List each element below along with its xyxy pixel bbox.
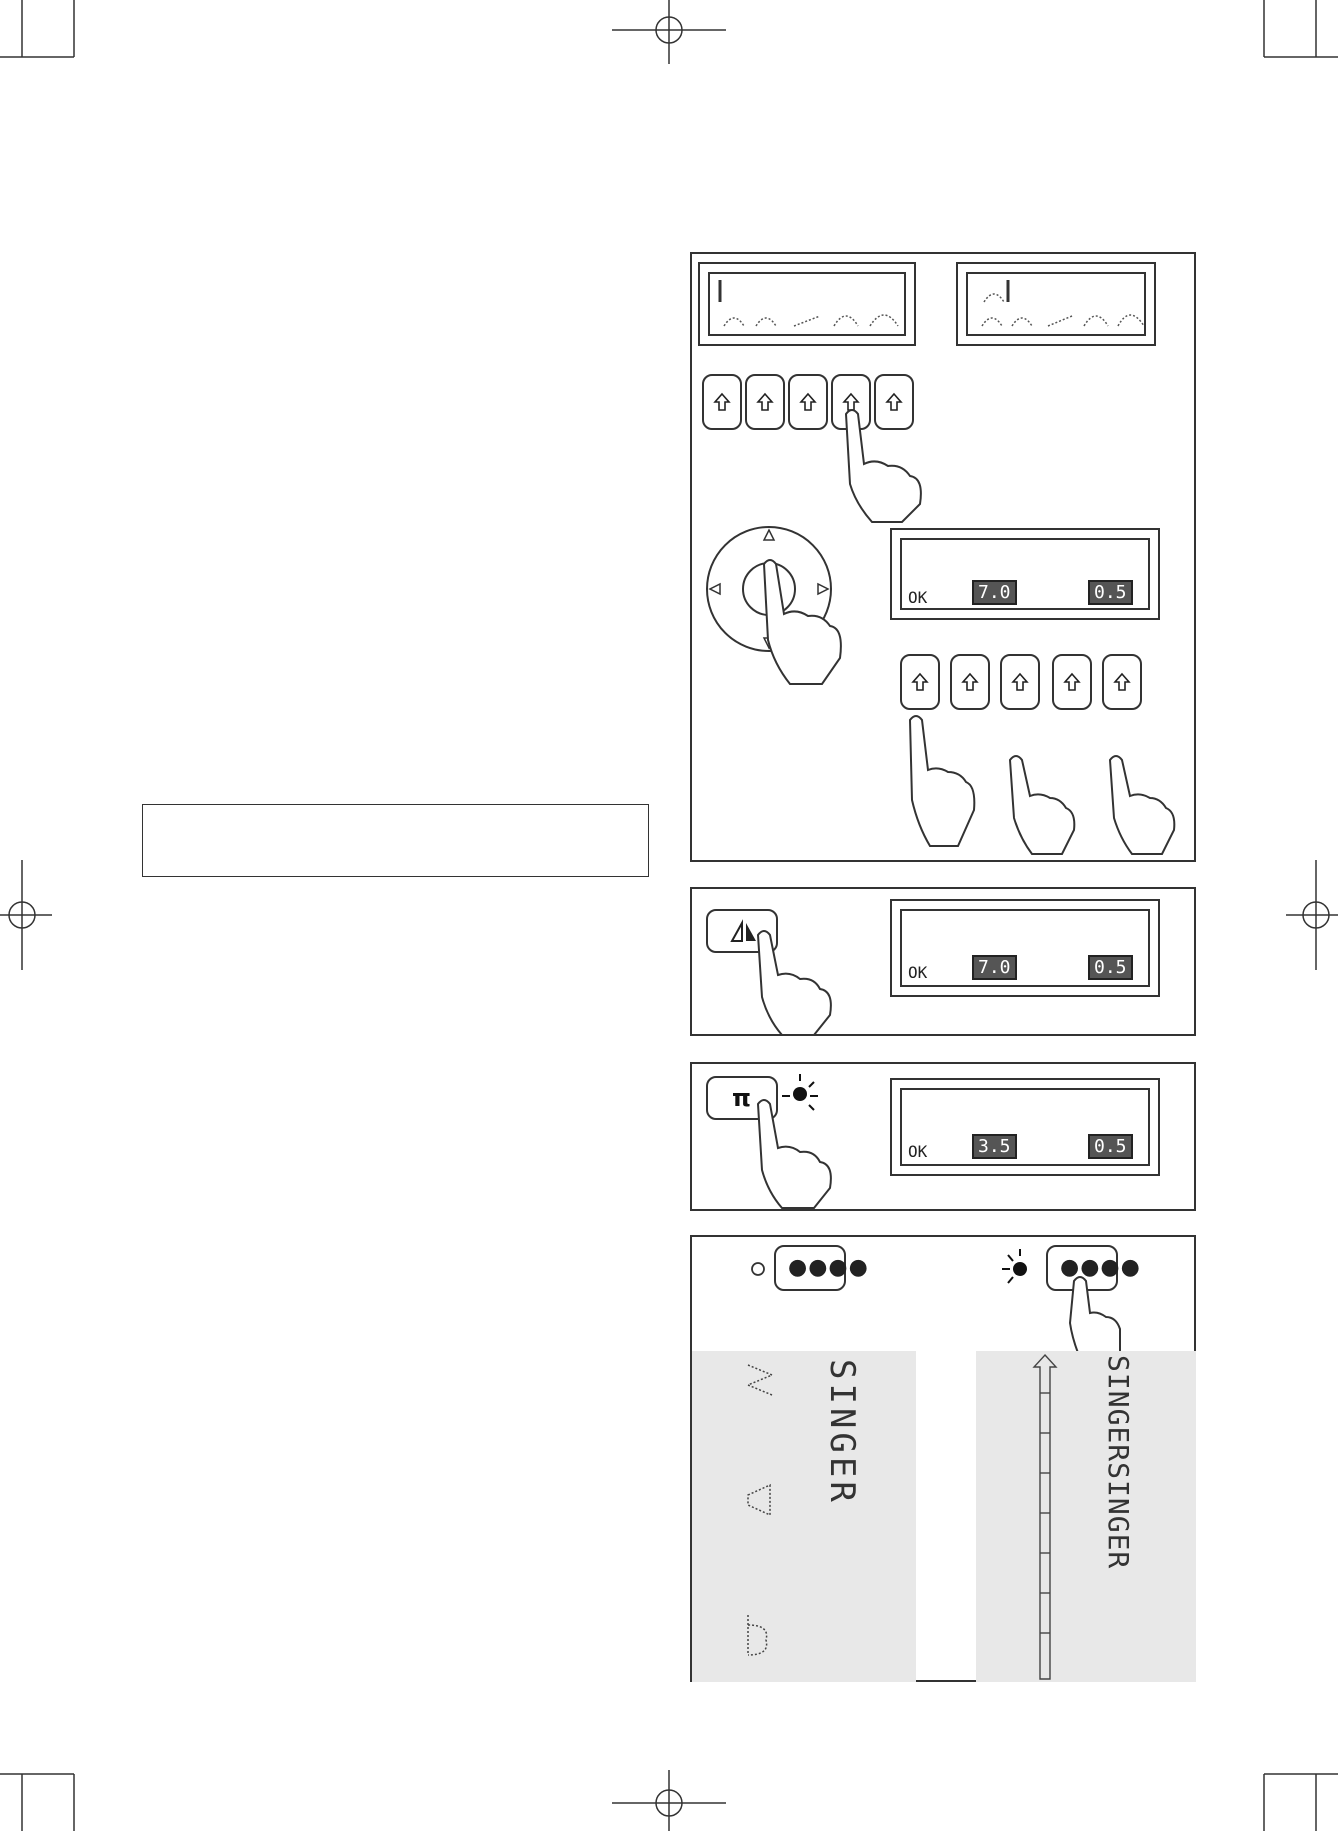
pattern-key-2[interactable] [745,374,785,430]
note-box [142,804,649,877]
continuous-button-off[interactable]: ●●●● [774,1245,868,1291]
twin-needle-icon: π [732,1084,751,1112]
sample-strip-left [692,1351,916,1682]
lcd-settings-display: OK 3.5 0.5 [890,1078,1160,1176]
panel-mirror: OK 7.0 0.5 [690,887,1196,1036]
function-key-1[interactable] [900,654,940,710]
up-arrow-icon [1113,672,1131,691]
indicator-light-off-icon [751,1262,765,1276]
pointing-hand-icon [756,1099,832,1209]
pointing-hand-icon [1068,1276,1121,1353]
pattern-key-3[interactable] [788,374,828,430]
function-key-3[interactable] [1000,654,1040,710]
pattern-key-5[interactable] [874,374,914,430]
arrow-column-icon [1032,1353,1058,1680]
panel-twin-needle: π OK 3.5 0.5 [690,1062,1196,1211]
pattern-motifs-icon [746,1364,774,1656]
lcd-display-right [956,262,1156,346]
up-arrow-icon [756,392,774,411]
function-key-2[interactable] [950,654,990,710]
up-arrow-icon [713,392,731,411]
mirror-icon [730,919,756,942]
lcd-settings-display: OK 7.0 0.5 [890,528,1160,620]
stitch-width-value: 3.5 [972,1134,1017,1159]
ok-label: OK [908,588,928,607]
stitch-row-icon [981,280,1145,327]
indicator-light-on-icon [1002,1249,1027,1284]
stitch-width-value: 7.0 [972,580,1017,605]
function-key-4[interactable] [1052,654,1092,710]
pointing-hands-group [908,715,1176,855]
panel-stitch-select: OK 7.0 0.5 [690,252,1196,862]
indicator-light-on-icon [782,1074,818,1111]
lcd-display-left [698,262,916,346]
stitch-row-icon [718,280,899,327]
dots-icon: ●●●● [788,1255,869,1280]
function-key-5[interactable] [1102,654,1142,710]
sample-strip-right [976,1351,1196,1682]
panel-continuous-sewing: ●●●● ●●●● SINGER SINGERSINGER [690,1235,1196,1682]
pointing-hand-icon [762,559,842,685]
up-arrow-icon [885,392,903,411]
stitch-length-value: 0.5 [1088,580,1133,605]
pointing-hand-icon [756,930,832,1036]
stitch-length-value: 0.5 [1088,1134,1133,1159]
lcd-settings-display: OK 7.0 0.5 [890,899,1160,997]
singer-text-repeated: SINGERSINGER [1102,1355,1135,1570]
stitch-length-value: 0.5 [1088,955,1133,980]
stitch-width-value: 7.0 [972,955,1017,980]
singer-text-single: SINGER [822,1359,862,1506]
up-arrow-icon [1063,672,1081,691]
ok-label: OK [908,963,928,982]
dots-icon: ●●●● [1060,1255,1141,1280]
ok-label: OK [908,1142,928,1161]
pattern-key-1[interactable] [702,374,742,430]
up-arrow-icon [1011,672,1029,691]
up-arrow-icon [799,392,817,411]
up-arrow-icon [961,672,979,691]
pointing-hand-icon [844,409,922,523]
up-arrow-icon [911,672,929,691]
